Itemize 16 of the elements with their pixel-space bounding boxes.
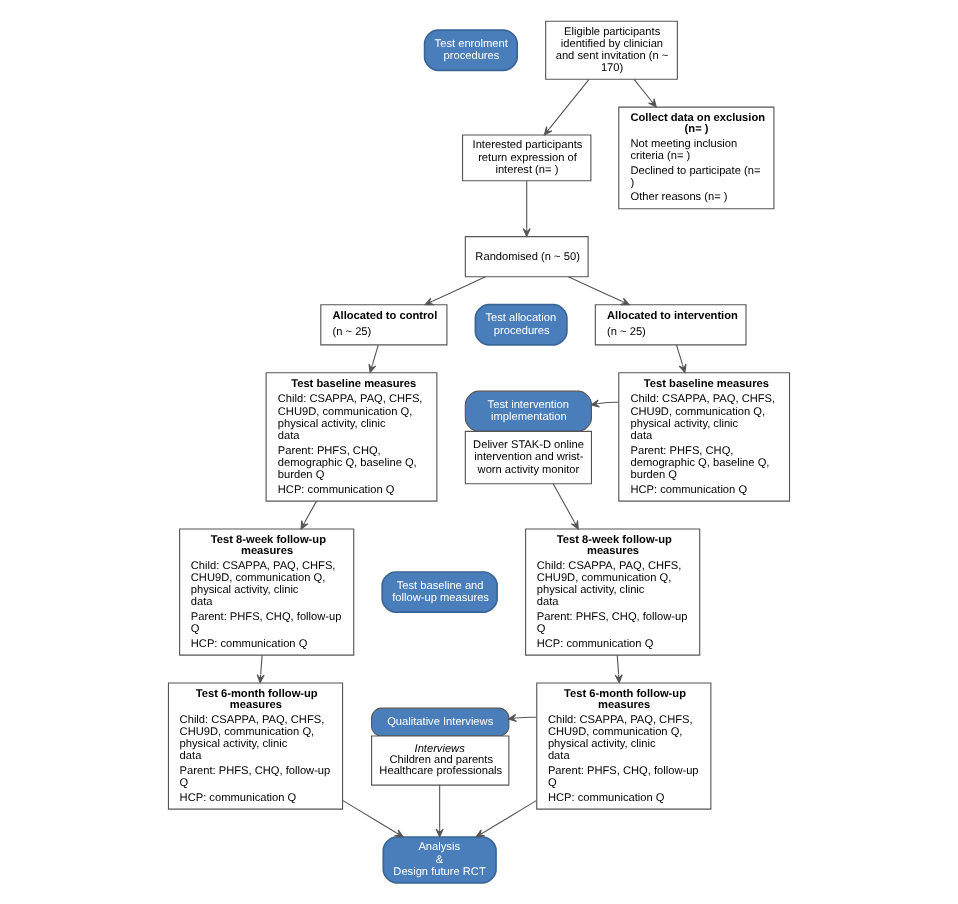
- arrow: [614, 654, 623, 684]
- arrow: [368, 344, 379, 374]
- arrow: [567, 276, 630, 306]
- arrow: [522, 180, 531, 237]
- arrow: [424, 276, 486, 306]
- arrow: [552, 482, 579, 530]
- arrow: [300, 500, 318, 530]
- arrow: [342, 800, 404, 838]
- arrow: [256, 654, 265, 684]
- arrow: [633, 79, 657, 108]
- arrow: [435, 784, 444, 838]
- arrow: [675, 344, 687, 374]
- arrow: [507, 714, 537, 723]
- arrow: [590, 399, 620, 408]
- arrow: [543, 79, 590, 136]
- arrow: [475, 800, 537, 838]
